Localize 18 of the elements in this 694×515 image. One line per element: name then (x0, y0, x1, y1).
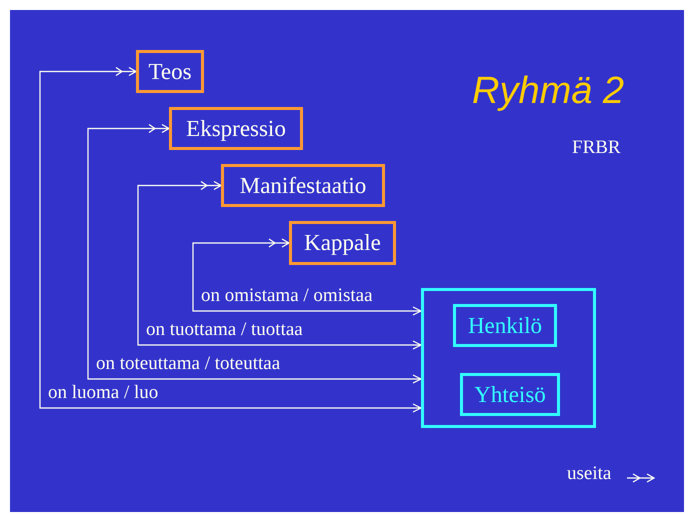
edge-label: on luoma / luo (48, 382, 158, 404)
connector-arrow (39, 66, 422, 413)
connector-arrow (87, 124, 422, 384)
subtitle-label: FRBR (572, 137, 621, 159)
edge-label: on omistama / omistaa (201, 285, 373, 307)
entity-box: Yhteisö (460, 373, 560, 416)
edge-label: on toteuttama / toteuttaa (96, 353, 280, 375)
entity-box: Kappale (289, 221, 396, 265)
entity-box: Henkilö (453, 304, 557, 347)
edge-label: on tuottama / tuottaa (146, 319, 303, 341)
slide-title: Ryhmä 2 (472, 70, 624, 113)
entity-box: Manifestaatio (221, 164, 385, 207)
entity-box: Ekspressio (169, 107, 303, 150)
connector-arrow (137, 180, 422, 350)
legend-label: useita (567, 463, 612, 485)
group-box (421, 288, 596, 428)
connector-arrow (192, 238, 422, 316)
entity-box: Teos (136, 50, 204, 93)
